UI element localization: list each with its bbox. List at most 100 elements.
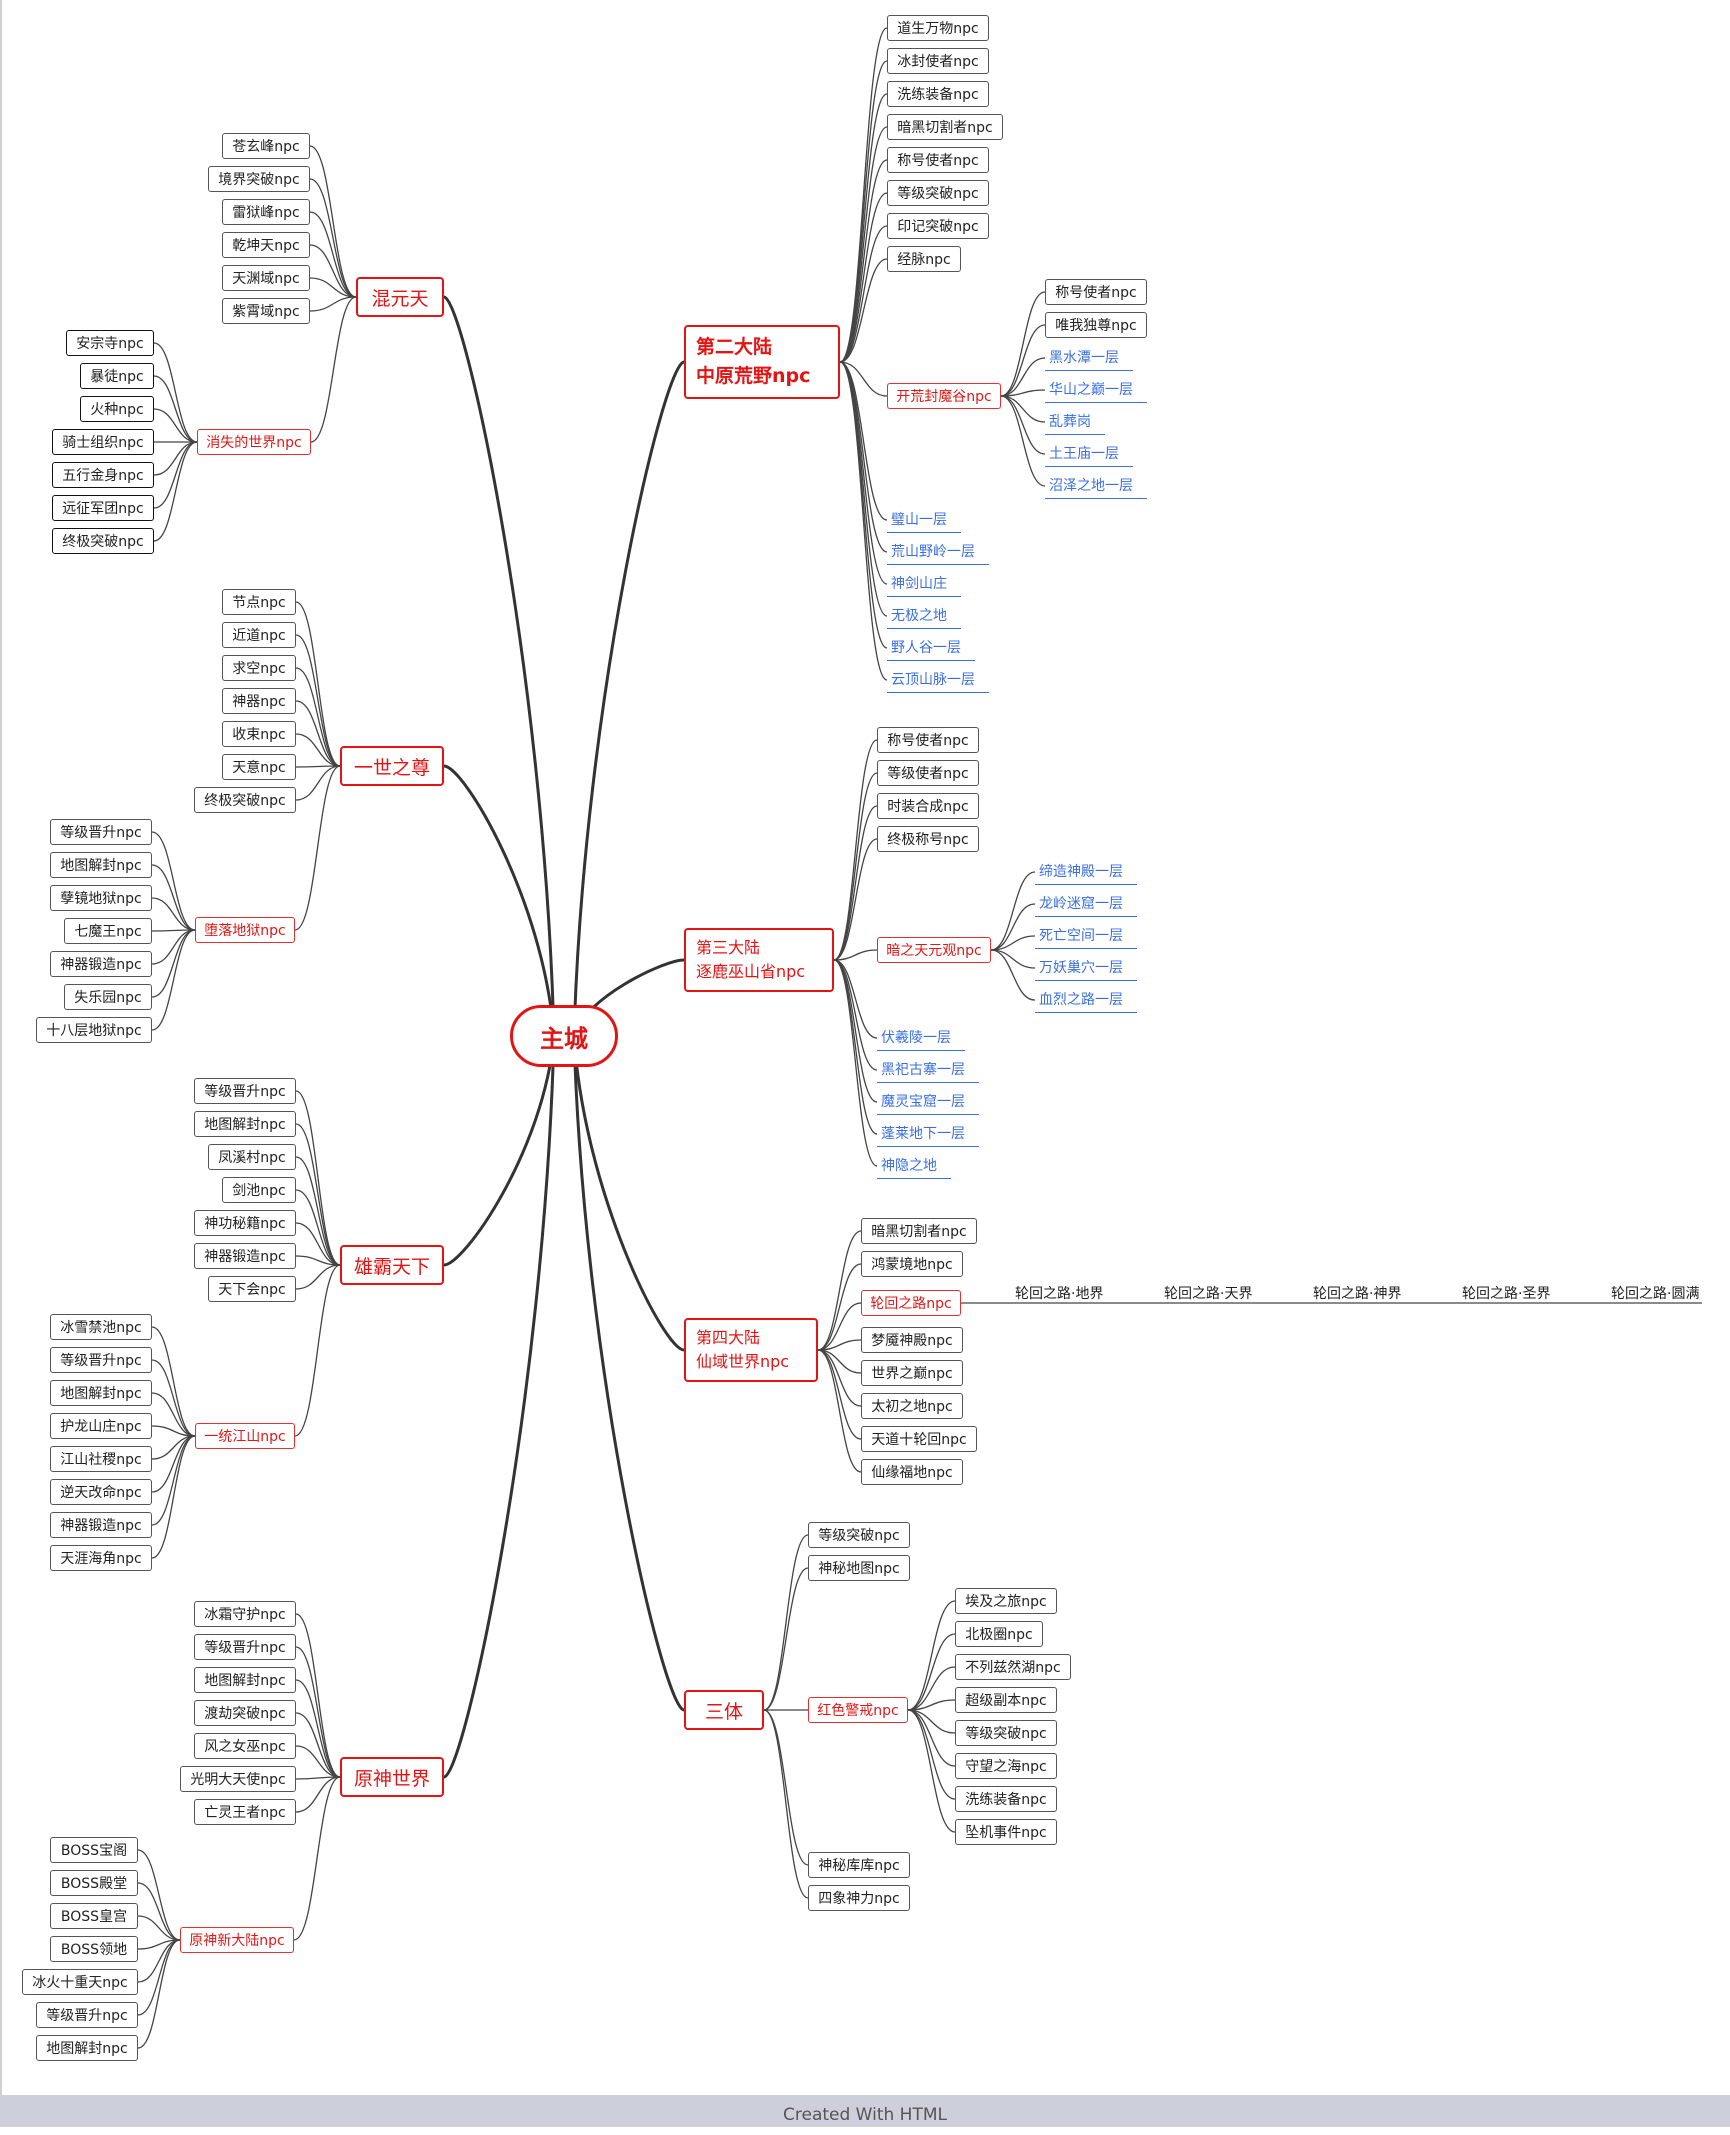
leaf-node[interactable]: 神秘库库npc	[808, 1852, 910, 1878]
leaf-node[interactable]: 光明大天使npc	[180, 1766, 296, 1792]
leaf-node[interactable]: 护龙山庄npc	[50, 1413, 152, 1439]
leaf-node[interactable]: 失乐园npc	[64, 984, 152, 1010]
leaf-node[interactable]: 终极突破npc	[52, 528, 154, 554]
leaf-node[interactable]: 求空npc	[222, 655, 296, 681]
leaf-node[interactable]: 暗黑切割者npc	[861, 1218, 977, 1244]
leaf-node[interactable]: 冰雪禁池npc	[50, 1314, 152, 1340]
leaf-node[interactable]: 冰霜守护npc	[194, 1601, 296, 1627]
leaf-node[interactable]: 远征军团npc	[52, 495, 154, 521]
leaf-node[interactable]: 七魔王npc	[64, 918, 152, 944]
leaf-node[interactable]: 唯我独尊npc	[1045, 312, 1147, 338]
leaf-node[interactable]: BOSS领地	[50, 1936, 138, 1962]
leaf-node[interactable]: 坠机事件npc	[955, 1819, 1057, 1845]
leaf-node[interactable]: 江山社稷npc	[50, 1446, 152, 1472]
leaf-node[interactable]: 道生万物npc	[887, 15, 989, 41]
sub-lunhuizhilu[interactable]: 轮回之路npc	[861, 1290, 961, 1316]
leaf-node[interactable]: 不列兹然湖npc	[955, 1654, 1071, 1680]
branch-disandalu[interactable]: 第三大陆 逐鹿巫山省npc	[684, 928, 834, 992]
leaf-node[interactable]: 孽镜地狱npc	[50, 885, 152, 911]
leaf-node[interactable]: 地图解封npc	[50, 852, 152, 878]
leaf-node[interactable]: 苍玄峰npc	[222, 133, 310, 159]
leaf-node[interactable]: 时装合成npc	[877, 793, 979, 819]
leaf-node[interactable]: 等级晋升npc	[194, 1078, 296, 1104]
leaf-node[interactable]: 五行金身npc	[52, 462, 154, 488]
map-link[interactable]: 魔灵宝窟一层	[877, 1089, 979, 1115]
leaf-node[interactable]: 印记突破npc	[887, 213, 989, 239]
leaf-node[interactable]: 称号使者npc	[877, 727, 979, 753]
leaf-node[interactable]: 仙缘福地npc	[861, 1459, 963, 1485]
sub-kaihuangfengmogu[interactable]: 开荒封魔谷npc	[887, 383, 1001, 409]
sub-hongsejingjie[interactable]: 红色警戒npc	[808, 1697, 908, 1723]
leaf-node[interactable]: 天涯海角npc	[50, 1545, 152, 1571]
leaf-node[interactable]: 等级晋升npc	[194, 1634, 296, 1660]
leaf-node[interactable]: 亡灵王者npc	[194, 1799, 296, 1825]
leaf-node[interactable]: 神秘地图npc	[808, 1555, 910, 1581]
leaf-node[interactable]: 逆天改命npc	[50, 1479, 152, 1505]
branch-yuanshenshijie[interactable]: 原神世界	[340, 1757, 444, 1797]
leaf-node[interactable]: 称号使者npc	[887, 147, 989, 173]
leaf-node[interactable]: 埃及之旅npc	[955, 1588, 1057, 1614]
map-link[interactable]: 神剑山庄	[887, 571, 961, 597]
map-link[interactable]: 死亡空间一层	[1035, 923, 1137, 949]
leaf-node[interactable]: 天下会npc	[208, 1276, 296, 1302]
leaf-node[interactable]: 北极圈npc	[955, 1621, 1043, 1647]
leaf-node[interactable]: 等级使者npc	[877, 760, 979, 786]
sub-yuanshenxindalu[interactable]: 原神新大陆npc	[180, 1927, 294, 1953]
map-link[interactable]: 无极之地	[887, 603, 961, 629]
leaf-node[interactable]: 地图解封npc	[36, 2035, 138, 2061]
leaf-node[interactable]: BOSS宝阁	[50, 1837, 138, 1863]
leaf-node[interactable]: 超级副本npc	[955, 1687, 1057, 1713]
leaf-node[interactable]: 神器锻造npc	[50, 951, 152, 977]
leaf-node[interactable]: 火种npc	[80, 396, 154, 422]
leaf-node[interactable]: 等级突破npc	[808, 1522, 910, 1548]
leaf-node[interactable]: 近道npc	[222, 622, 296, 648]
map-link[interactable]: 万妖巢穴一层	[1035, 955, 1137, 981]
leaf-node[interactable]: 冰封使者npc	[887, 48, 989, 74]
leaf-node[interactable]: 神功秘籍npc	[194, 1210, 296, 1236]
leaf-node[interactable]: 等级突破npc	[887, 180, 989, 206]
leaf-node[interactable]: 洗练装备npc	[955, 1786, 1057, 1812]
sub-duoluodiyu[interactable]: 堕落地狱npc	[195, 917, 295, 943]
leaf-node[interactable]: 终极突破npc	[194, 787, 296, 813]
map-link[interactable]: 缔造神殿一层	[1035, 859, 1137, 885]
map-link[interactable]: 蓬莱地下一层	[877, 1121, 979, 1147]
branch-yishizhizun[interactable]: 一世之尊	[340, 746, 444, 786]
leaf-node[interactable]: 洗练装备npc	[887, 81, 989, 107]
leaf-node[interactable]: 乾坤天npc	[222, 232, 310, 258]
map-link[interactable]: 黑祀古寨一层	[877, 1057, 979, 1083]
map-link[interactable]: 璧山一层	[887, 507, 961, 533]
sub-yitongjiangshan[interactable]: 一统江山npc	[195, 1423, 295, 1449]
leaf-node[interactable]: 等级晋升npc	[50, 819, 152, 845]
leaf-node[interactable]: 收束npc	[222, 721, 296, 747]
map-link[interactable]: 土王庙一层	[1045, 441, 1133, 467]
root-node[interactable]: 主城	[510, 1005, 618, 1067]
branch-hunyuantian[interactable]: 混元天	[356, 277, 444, 317]
sub-xiaoshideshijie[interactable]: 消失的世界npc	[197, 429, 311, 455]
map-link[interactable]: 野人谷一层	[887, 635, 975, 661]
map-link[interactable]: 龙岭迷窟一层	[1035, 891, 1137, 917]
leaf-node[interactable]: 渡劫突破npc	[194, 1700, 296, 1726]
map-link[interactable]: 荒山野岭一层	[887, 539, 989, 565]
leaf-node[interactable]: 四象神力npc	[808, 1885, 910, 1911]
leaf-node[interactable]: 终极称号npc	[877, 826, 979, 852]
leaf-node[interactable]: 天道十轮回npc	[861, 1426, 977, 1452]
leaf-node[interactable]: 节点npc	[222, 589, 296, 615]
leaf-node[interactable]: 安宗寺npc	[66, 330, 154, 356]
leaf-node[interactable]: 天意npc	[222, 754, 296, 780]
map-link[interactable]: 神隐之地	[877, 1153, 951, 1179]
branch-disidalu[interactable]: 第四大陆 仙域世界npc	[684, 1318, 818, 1382]
leaf-node[interactable]: 神器npc	[222, 688, 296, 714]
leaf-node[interactable]: 称号使者npc	[1045, 279, 1147, 305]
leaf-node[interactable]: 等级晋升npc	[36, 2002, 138, 2028]
map-link[interactable]: 云顶山脉一层	[887, 667, 989, 693]
branch-dierdalu[interactable]: 第二大陆 中原荒野npc	[684, 325, 840, 399]
map-link[interactable]: 黑水潭一层	[1045, 345, 1133, 371]
leaf-node[interactable]: 神器锻造npc	[194, 1243, 296, 1269]
leaf-node[interactable]: 骑士组织npc	[52, 429, 154, 455]
reincarnation-item[interactable]: 轮回之路·天界	[1164, 1286, 1253, 1302]
leaf-node[interactable]: 守望之海npc	[955, 1753, 1057, 1779]
map-link[interactable]: 沼泽之地一层	[1045, 473, 1147, 499]
branch-santi[interactable]: 三体	[684, 1690, 764, 1730]
leaf-node[interactable]: 天渊域npc	[222, 265, 310, 291]
map-link[interactable]: 乱葬岗	[1045, 409, 1105, 435]
